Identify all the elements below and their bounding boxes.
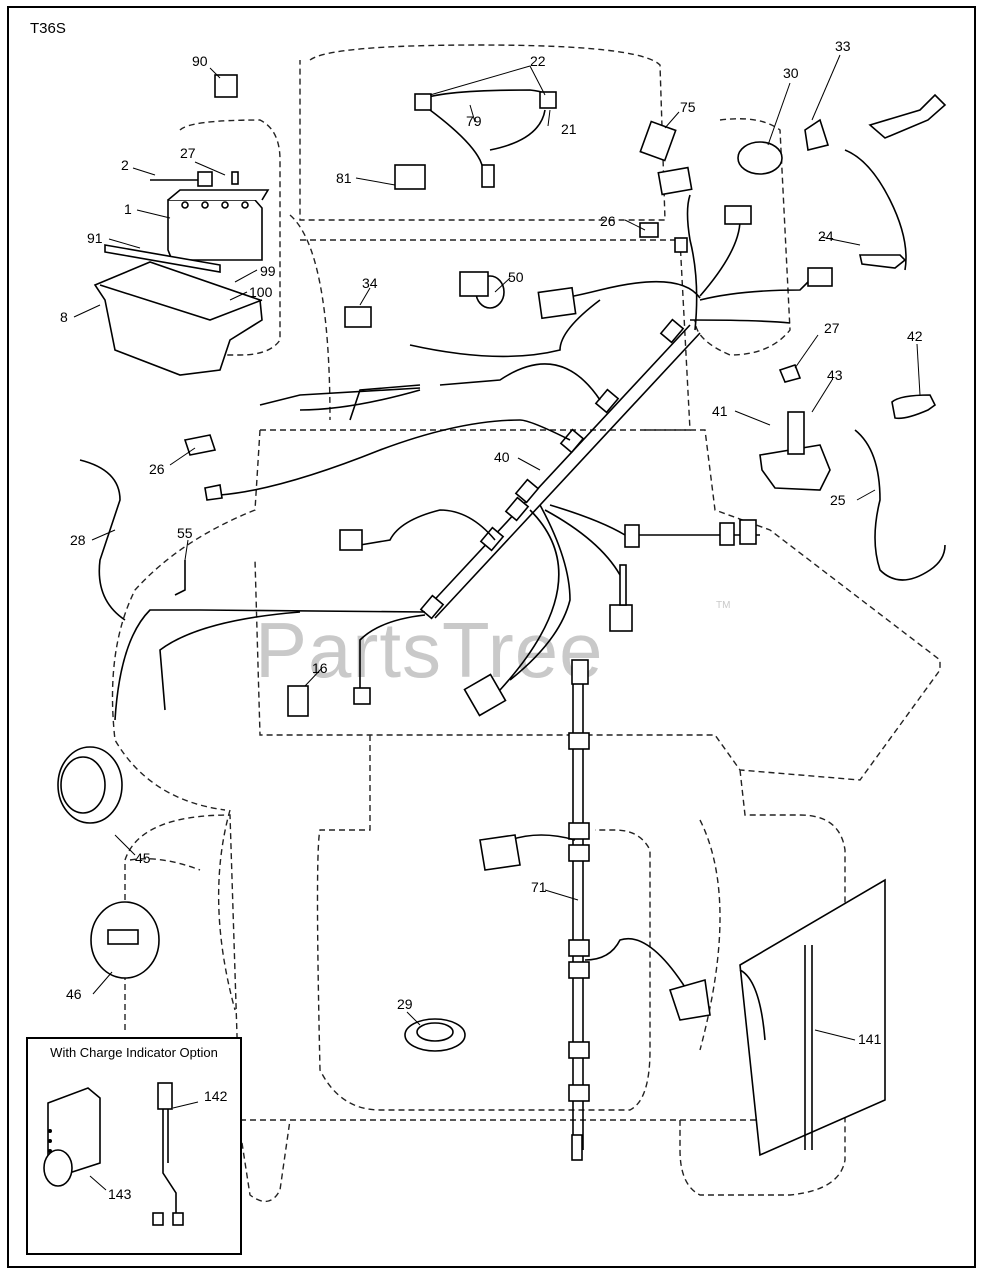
battery-assembly: [93, 171, 270, 376]
callout-16: 16: [312, 660, 328, 676]
callout-41: 41: [712, 403, 728, 419]
callout-91: 91: [87, 230, 103, 246]
callout-50: 50: [508, 269, 524, 285]
callout-27-right: 27: [824, 320, 840, 336]
callout-46: 46: [66, 986, 82, 1002]
callout-28: 28: [70, 532, 86, 548]
inset-drawing: 142 143: [43, 1082, 228, 1226]
callout-30: 30: [783, 65, 799, 81]
callout-21: 21: [561, 121, 577, 137]
diagram-frame: [7, 6, 976, 1268]
callout-45: 45: [135, 850, 151, 866]
callout-22: 22: [530, 53, 546, 69]
watermark-tm: TM: [716, 600, 731, 611]
callout-141: 141: [858, 1031, 882, 1047]
callout-43: 43: [827, 367, 843, 383]
callout-99: 99: [260, 263, 276, 279]
callout-142: 142: [204, 1088, 228, 1104]
charge-indicator-inset: With Charge Indicator Option 142 143: [26, 1037, 242, 1255]
tractor-outline: [111, 44, 941, 1203]
callout-34: 34: [362, 275, 378, 291]
callout-2: 2: [121, 157, 129, 173]
inset-title: With Charge Indicator Option: [50, 1045, 218, 1060]
callout-79: 79: [466, 113, 482, 129]
diagram-code: T36S: [30, 20, 66, 37]
callout-42: 42: [907, 328, 923, 344]
callout-8: 8: [60, 309, 68, 325]
callout-143: 143: [108, 1186, 132, 1202]
components: [57, 74, 947, 1157]
callout-100: 100: [249, 284, 273, 300]
callout-29: 29: [397, 996, 413, 1012]
callout-40: 40: [494, 449, 510, 465]
callout-26-left: 26: [149, 461, 165, 477]
callout-55: 55: [177, 525, 193, 541]
watermark: PartsTree: [255, 606, 604, 694]
lower-harness: [509, 659, 691, 1161]
callout-labels: 90 22 79 21 75 30 33 2 27 81 1 91 26 24 …: [60, 38, 923, 1047]
main-harness: [114, 194, 811, 721]
callout-25: 25: [830, 492, 846, 508]
callout-33: 33: [835, 38, 851, 54]
callout-71: 71: [531, 879, 547, 895]
callout-90: 90: [192, 53, 208, 69]
callout-26-top: 26: [600, 213, 616, 229]
callout-81: 81: [336, 170, 352, 186]
callout-75: 75: [680, 99, 696, 115]
callout-24: 24: [818, 228, 834, 244]
callout-leaders: [73, 54, 921, 1041]
callout-27-top: 27: [180, 145, 196, 161]
callout-1: 1: [124, 201, 132, 217]
